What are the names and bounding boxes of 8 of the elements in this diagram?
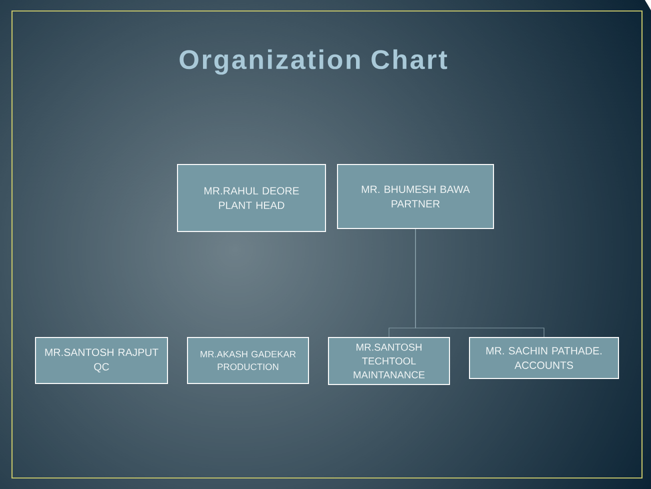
org-box: MR.RAHUL DEORE PLANT HEAD — [177, 164, 326, 232]
title: Organization Chart — [180, 49, 448, 75]
org-box: MR. SACHIN PATHADE. ACCOUNTS — [469, 337, 619, 379]
org-box: MR. BHUMESH BAWA PARTNER — [337, 164, 494, 229]
connector-line — [415, 228, 544, 338]
org-box: MR.SANTOSH TECHTOOL MAINTANANCE — [328, 337, 450, 385]
org-box: MR.AKASH GADEKAR PRODUCTION — [187, 337, 309, 384]
org-box: MR.SANTOSH RAJPUT QC — [35, 337, 168, 384]
